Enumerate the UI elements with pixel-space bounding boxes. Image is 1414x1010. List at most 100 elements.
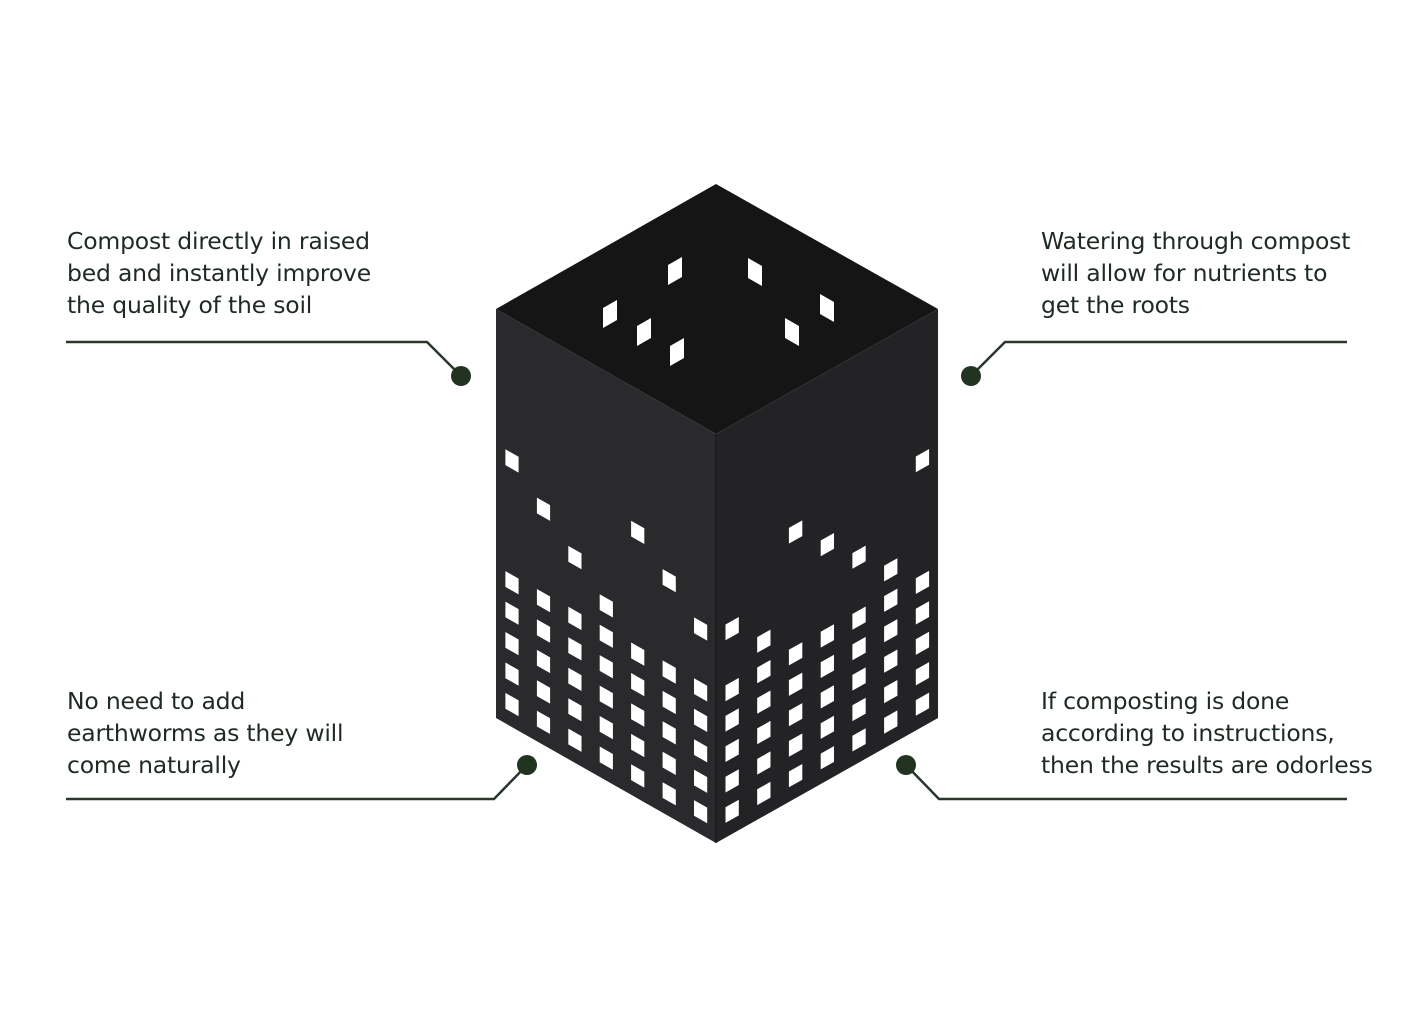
callout-top-left-line-2: bed and instantly improve <box>67 259 371 287</box>
front-hole <box>631 642 645 666</box>
side-hole <box>788 520 803 544</box>
callout-top-left-line-1: Compost directly in raised <box>67 227 370 255</box>
side-hole <box>915 662 930 686</box>
front-hole <box>694 708 708 732</box>
side-hole <box>788 733 803 757</box>
side-hole <box>915 692 930 716</box>
callout-top-right-line-3: get the roots <box>1041 291 1190 319</box>
front-hole <box>505 571 519 595</box>
callout-bottom-left-line-1: No need to add <box>67 687 246 715</box>
bin-interior-back-walls <box>496 184 938 434</box>
side-hole <box>757 720 771 745</box>
front-hole <box>599 655 613 679</box>
front-hole <box>631 703 645 727</box>
side-hole <box>915 631 930 655</box>
front-hole <box>568 698 582 722</box>
front-hole <box>694 800 708 824</box>
back-wall-hole <box>637 318 651 346</box>
side-hole <box>820 533 834 557</box>
front-hole <box>694 678 708 702</box>
callout-bottom-left-line-2: earthworms as they will <box>67 719 344 747</box>
perforated-square-compost-bin-icon <box>496 184 938 843</box>
front-hole <box>568 667 582 691</box>
callout-bottom-right-line-3: then the results are odorless <box>1041 751 1373 779</box>
side-hole <box>757 781 771 806</box>
leader-line-top-right <box>970 340 1347 377</box>
side-hole <box>820 654 834 678</box>
front-hole <box>505 662 519 686</box>
front-hole <box>631 733 645 758</box>
side-hole <box>884 649 898 673</box>
callout-top-right-line-2: will allow for nutrients to <box>1041 259 1328 287</box>
front-hole <box>536 497 551 521</box>
leader-dot-top-right <box>961 366 981 386</box>
side-hole <box>820 715 834 739</box>
front-hole <box>662 660 676 684</box>
side-hole <box>757 660 771 684</box>
back-wall-hole <box>785 318 799 346</box>
side-hole <box>884 680 898 704</box>
front-hole <box>662 690 676 715</box>
callout-bottom-right-line-1: If composting is done <box>1041 687 1290 715</box>
back-wall-hole <box>820 294 834 322</box>
compost-bin-illustration <box>496 184 938 843</box>
back-wall-hole <box>603 300 617 328</box>
front-hole <box>599 594 613 618</box>
side-hole <box>884 588 898 612</box>
back-wall-hole <box>748 258 762 286</box>
bin-front-left-face <box>496 309 716 843</box>
ventilation-holes <box>505 257 930 824</box>
front-hole <box>662 569 676 593</box>
leader-dot-bottom-left <box>517 755 537 775</box>
side-hole <box>725 708 739 732</box>
side-hole <box>852 697 866 722</box>
front-hole <box>536 710 551 734</box>
front-hole <box>662 721 676 745</box>
side-hole <box>884 710 898 734</box>
callout-top-left-line-3: the quality of the soil <box>67 291 313 319</box>
front-hole <box>505 601 519 625</box>
front-hole <box>599 716 613 740</box>
front-hole <box>599 624 613 648</box>
leader-line-top-left <box>66 340 462 377</box>
front-hole <box>694 739 708 763</box>
side-hole <box>852 545 866 569</box>
front-hole <box>505 692 519 717</box>
front-hole <box>599 746 613 770</box>
front-hole <box>505 632 519 656</box>
side-hole <box>725 738 739 762</box>
side-hole <box>788 642 803 666</box>
side-hole <box>757 751 771 775</box>
front-hole <box>568 637 582 661</box>
callout-bottom-right: If composting is done according to instr… <box>1041 685 1373 781</box>
side-hole <box>725 769 739 793</box>
side-hole <box>884 619 898 643</box>
front-hole <box>662 782 676 806</box>
side-hole <box>788 703 803 727</box>
callout-bottom-left-line-3: come naturally <box>67 751 241 779</box>
front-hole <box>662 751 676 775</box>
side-hole <box>725 617 739 641</box>
side-hole <box>757 629 771 653</box>
side-hole <box>884 558 898 582</box>
side-hole <box>788 672 803 696</box>
leader-lines <box>66 340 1347 801</box>
callout-bottom-right-line-2: according to instructions, <box>1041 719 1335 747</box>
bin-front-right-face <box>716 309 938 843</box>
side-hole <box>852 606 866 630</box>
front-hole <box>568 606 582 631</box>
back-wall-hole <box>668 257 682 285</box>
side-hole <box>788 764 803 788</box>
front-hole <box>536 649 551 674</box>
back-wall-hole <box>670 338 684 366</box>
side-hole <box>852 636 866 661</box>
side-hole <box>725 677 739 702</box>
front-hole <box>631 520 645 544</box>
side-hole <box>915 449 930 473</box>
front-hole <box>631 673 645 697</box>
side-hole <box>852 667 866 691</box>
leader-line-bottom-left <box>66 764 528 801</box>
leader-line-bottom-right <box>905 764 1347 801</box>
side-hole <box>820 746 834 770</box>
front-hole <box>631 764 645 788</box>
